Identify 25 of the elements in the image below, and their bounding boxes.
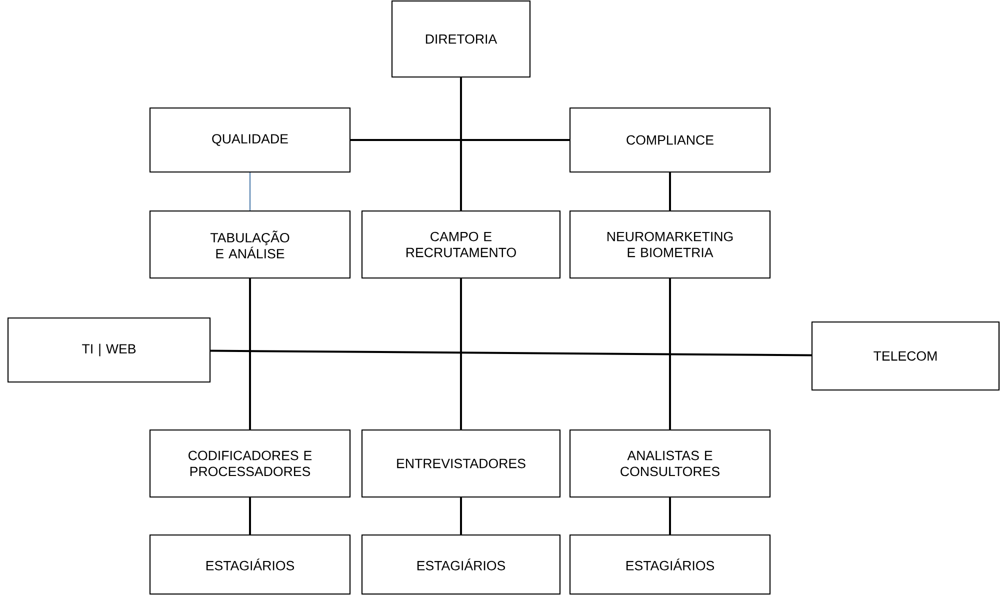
org-box: ANALISTAS E CONSULTORES — [569, 429, 771, 498]
connector-line — [249, 172, 251, 210]
connector-line — [460, 278, 462, 430]
connector-line — [210, 350, 812, 356]
org-box: DIRETORIA — [391, 0, 531, 78]
org-box: TABULAÇÃO E ANÁLISE — [149, 210, 351, 279]
org-box: ESTAGIÁRIOS — [149, 534, 351, 595]
org-box: COMPLIANCE — [569, 107, 771, 173]
org-box: ENTREVISTADORES — [361, 429, 561, 498]
org-box: TI | WEB — [7, 317, 211, 383]
org-box: CODIFICADORES E PROCESSADORES — [149, 429, 351, 498]
connector-line — [669, 278, 671, 430]
connector-line — [249, 278, 251, 430]
connector-line — [460, 78, 462, 210]
org-box: ESTAGIÁRIOS — [569, 534, 771, 595]
org-box: NEUROMARKETING E BIOMETRIA — [569, 210, 771, 279]
connector-line — [669, 498, 671, 534]
org-box: QUALIDADE — [149, 107, 351, 173]
connector-line — [350, 139, 570, 141]
org-box: CAMPO E RECRUTAMENTO — [361, 210, 561, 279]
connector-line — [249, 498, 251, 534]
org-box: TELECOM — [811, 321, 1000, 391]
org-box: ESTAGIÁRIOS — [361, 534, 561, 595]
connector-line — [460, 498, 462, 534]
connector-line — [669, 172, 671, 210]
